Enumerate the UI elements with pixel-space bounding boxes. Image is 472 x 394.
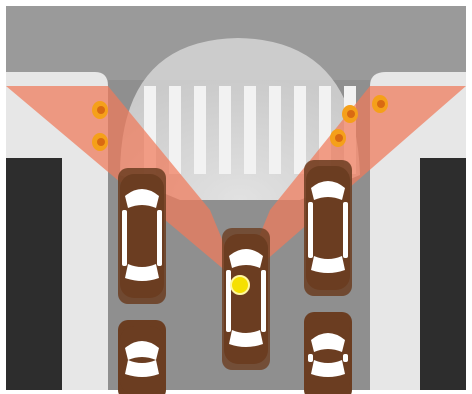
crosswalk-stripe xyxy=(269,86,281,174)
pedestrian-icon xyxy=(92,101,108,119)
pedestrian-icon xyxy=(92,133,108,151)
crosswalk-stripe xyxy=(169,86,181,174)
car-icon xyxy=(118,320,166,394)
pedestrian-icon xyxy=(372,95,388,113)
car-icon xyxy=(304,312,352,394)
car-icon xyxy=(304,160,352,296)
crosswalk-stripe xyxy=(219,86,231,174)
sensor-icon xyxy=(231,276,249,294)
car-icon xyxy=(222,228,270,370)
car-icon xyxy=(118,168,166,304)
crosswalk-stripe xyxy=(294,86,306,174)
crosswalk-stripe xyxy=(194,86,206,174)
building-left xyxy=(6,158,62,390)
pedestrian-icon xyxy=(330,129,346,147)
crosswalk-stripe xyxy=(244,86,256,174)
building-right xyxy=(420,158,466,390)
pedestrian-icon xyxy=(342,105,358,123)
